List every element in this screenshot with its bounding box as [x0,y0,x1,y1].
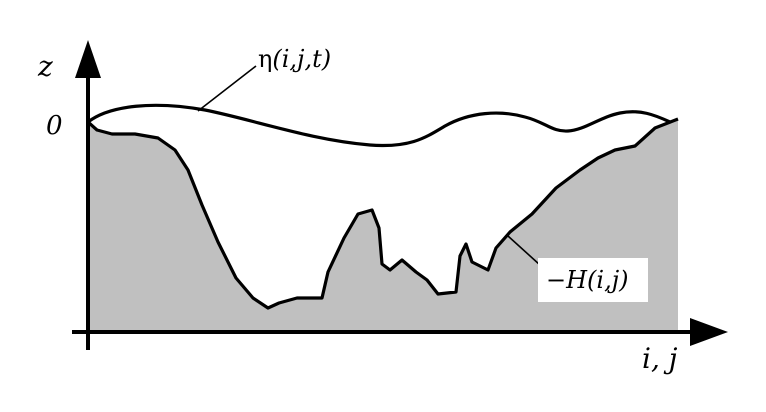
z-axis-arrowhead [75,40,101,78]
x-axis-label: i, j [642,342,678,375]
x-axis-arrowhead [690,318,728,346]
surface-label-leader [197,65,257,112]
bottom-label-box [538,258,648,302]
bottom-label-leader [507,235,541,266]
free-surface-curve [86,103,672,148]
z-axis-label: z [37,50,53,83]
seabed-profile-line [86,117,679,310]
surface-label: η(i,j,t) [258,45,331,73]
zero-level-label: 0 [46,111,63,141]
surface-label-args: (i,j,t) [272,45,331,73]
bottom-label: −H(i,j) [546,266,629,294]
surface-label-symbol: η [258,45,272,73]
